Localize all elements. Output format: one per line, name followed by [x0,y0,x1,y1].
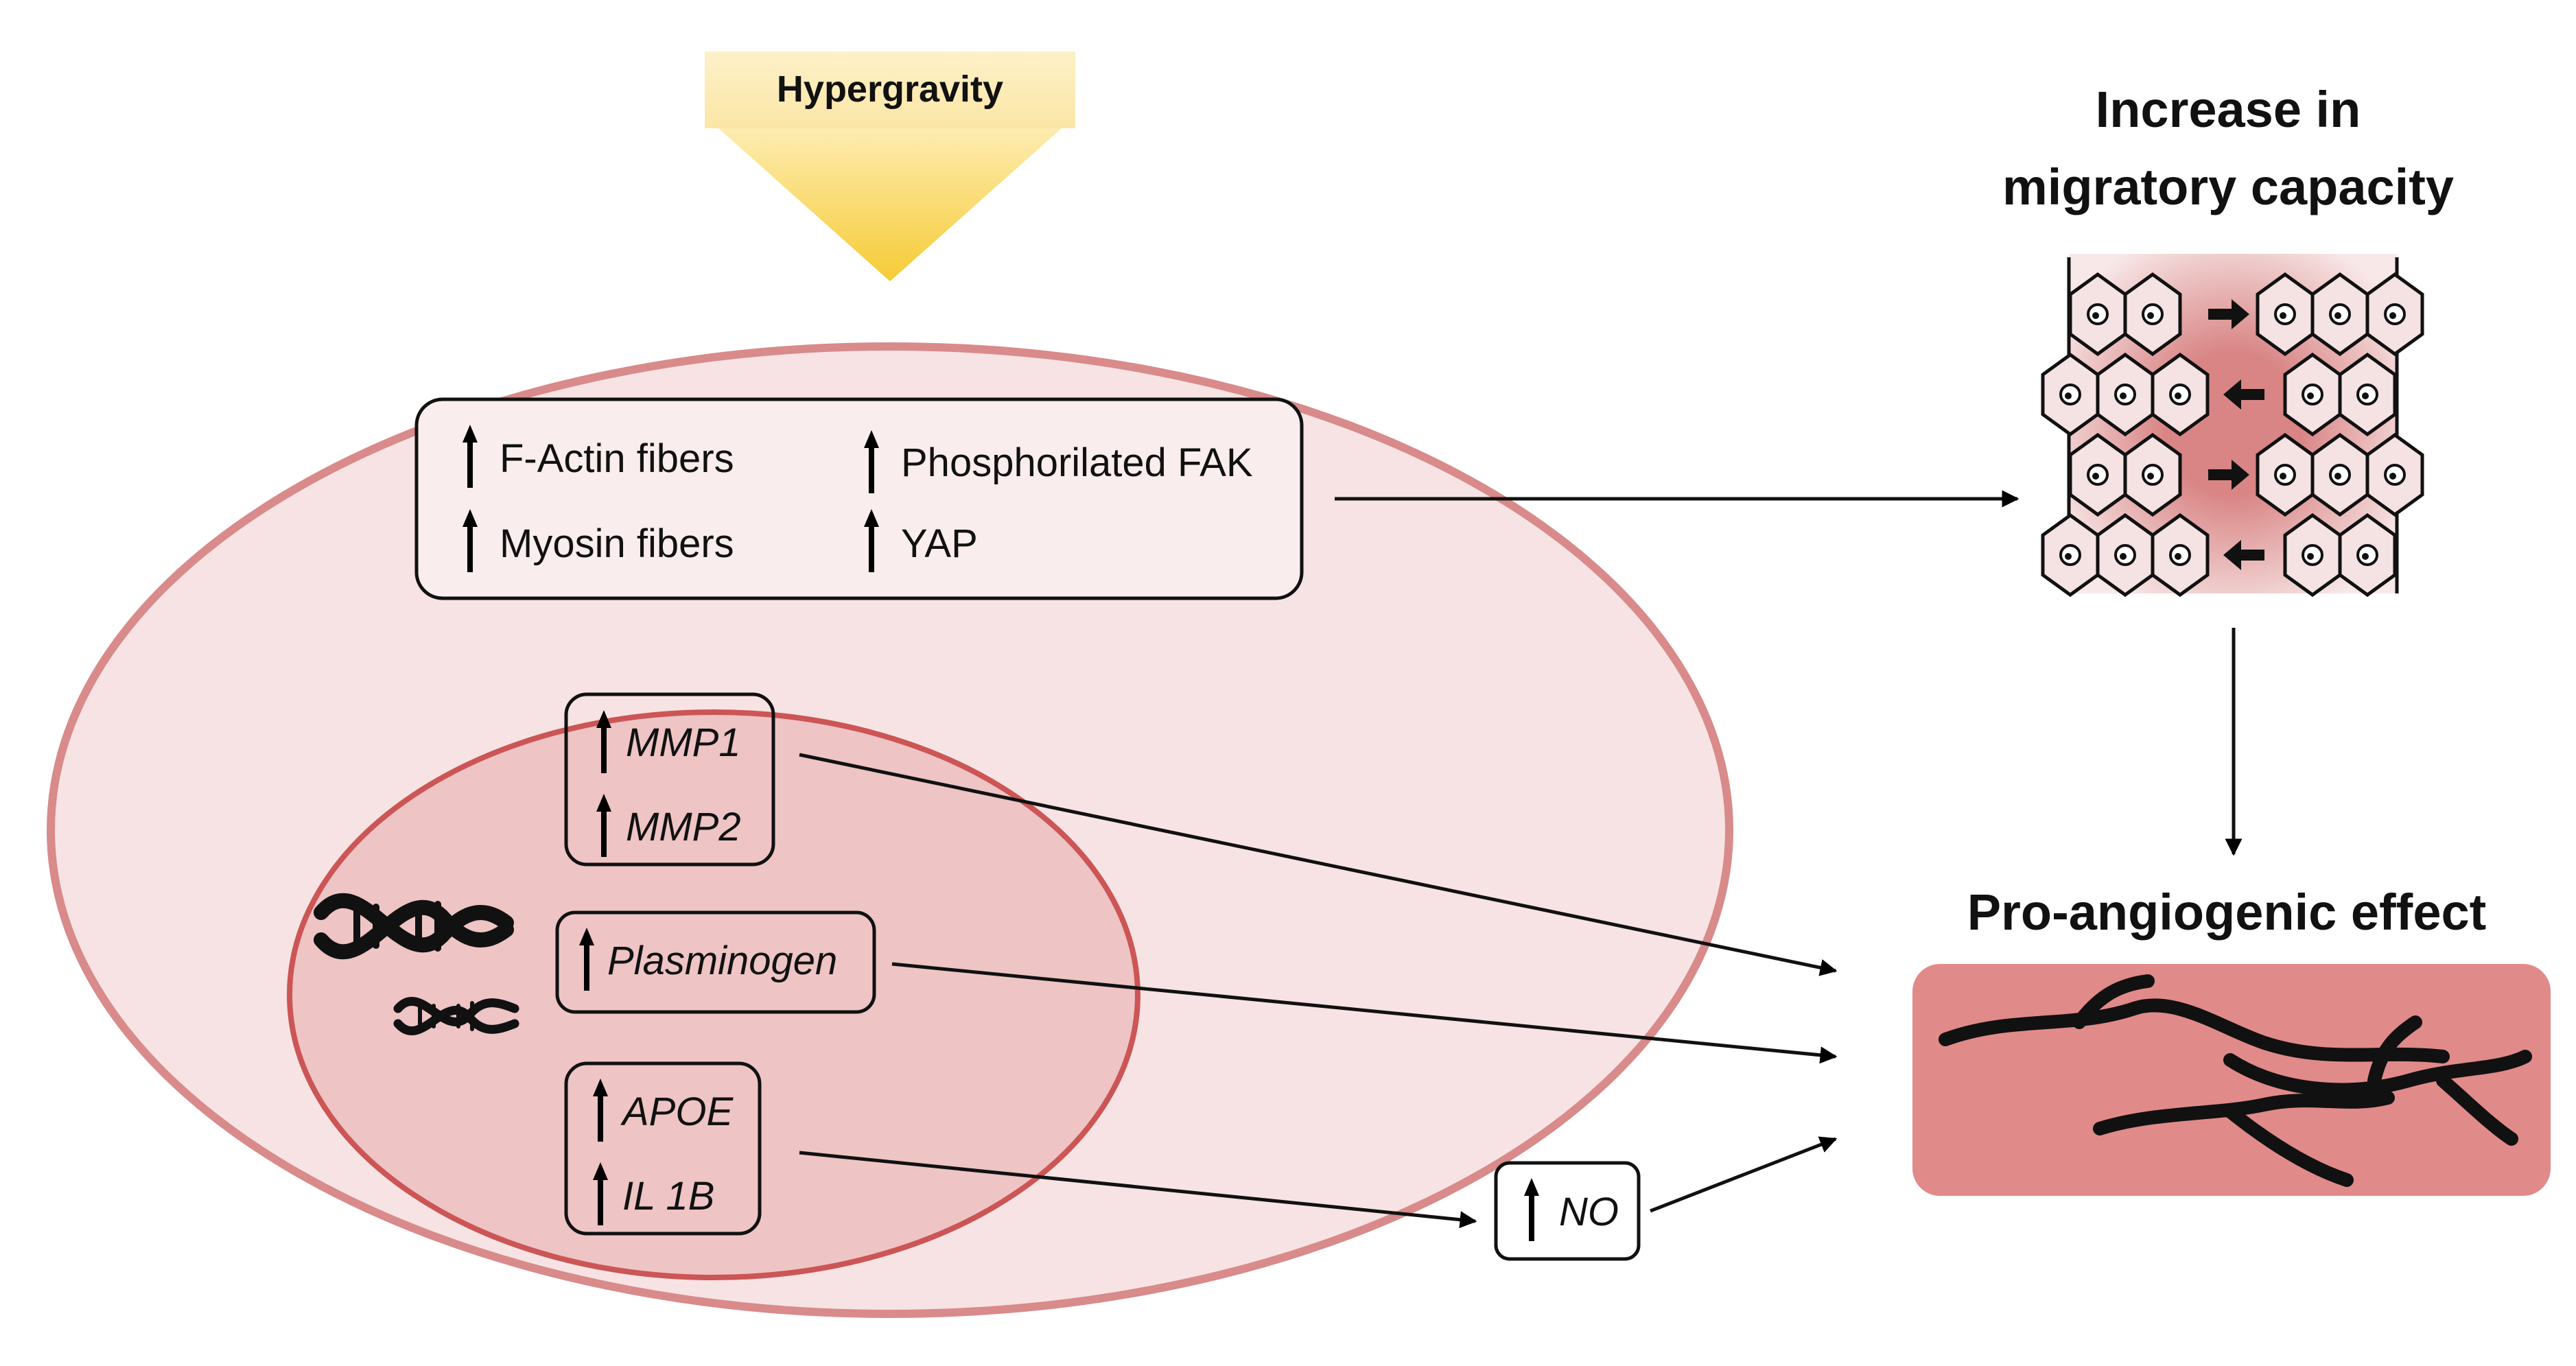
migration-title-line1: Increase in [2096,81,2361,138]
hypergravity-label: Hypergravity [777,69,1003,110]
mmp2-label: MMP2 [626,805,741,849]
myosin-label: Myosin fibers [500,521,734,566]
arrow-apoe-to-no [799,1151,1477,1229]
il1b-label: IL 1B [622,1174,714,1218]
hypergravity-indicator: Hypergravity [705,51,1075,281]
arrow-no-to-angiogenesis [1650,1136,1838,1213]
pathway-arrows [799,490,2243,1229]
dna-icon-small [393,997,519,1035]
no-label: NO [1559,1190,1619,1234]
apoe-box: APOE IL 1B [564,1061,762,1236]
f-actin-label: F-Actin fibers [500,436,734,481]
arrow-mmp-to-angiogenesis [799,753,1838,976]
plasminogen-label: Plasminogen [607,939,837,983]
mmp-box: MMP1 MMP2 [564,692,775,867]
blood-vessel-network-icon [1912,964,2551,1196]
arrow-plasminogen-to-angiogenesis [891,962,1838,1064]
cytoskeleton-box: F-Actin fibers Phosphorilated FAK Myosin… [414,397,1304,600]
nitric-oxide-box: NO [1494,1161,1641,1261]
yap-label: YAP [901,521,978,566]
apoe-label: APOE [620,1090,734,1134]
plasminogen-box: Plasminogen [555,910,876,1014]
phosphorylated-fak-label: Phosphorilated FAK [901,440,1253,485]
migration-title-line2: migratory capacity [2002,158,2454,215]
endothelial-monolayer-icon [2043,254,2422,595]
nucleus [287,709,1140,1280]
angiogenesis-title: Pro-angiogenic effect [1967,884,2487,941]
mmp1-label: MMP1 [626,720,741,765]
dna-icon [314,893,514,960]
